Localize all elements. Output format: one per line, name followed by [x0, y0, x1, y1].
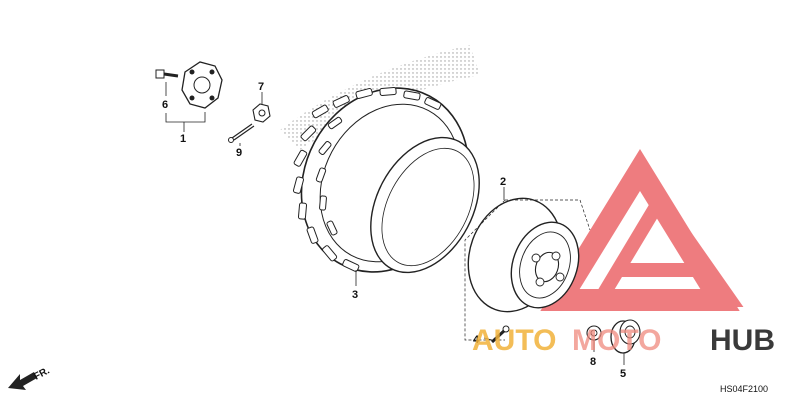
- bolt-drawing: [155, 69, 179, 79]
- hub-plate-drawing: [181, 61, 223, 109]
- callout-7: 7: [258, 81, 264, 93]
- nut-drawing: [252, 103, 271, 123]
- hub-nut-drawing: [610, 319, 641, 354]
- wheel-rim-drawing: [467, 197, 580, 313]
- watermark-text-hub: HUB: [710, 324, 775, 357]
- watermark-text-auto: AUTO: [472, 324, 556, 357]
- watermark-text-moto: MOTO: [572, 324, 661, 357]
- valve-stem-drawing: [490, 325, 510, 344]
- callout-8: 8: [590, 356, 596, 368]
- cotter-pin-drawing: [228, 123, 255, 143]
- callout-5: 5: [620, 368, 626, 380]
- callout-9: 9: [236, 147, 242, 159]
- wheel-group-bracket: [464, 199, 591, 341]
- direction-arrow-icon: [8, 372, 37, 390]
- callout-4: 4: [473, 334, 480, 346]
- callout-3: 3: [352, 289, 358, 301]
- callout-2: 2: [500, 176, 506, 188]
- callout-1: 1: [180, 133, 186, 145]
- diagram-code: HS04F2100: [720, 384, 768, 394]
- leader-lines: [165, 82, 625, 365]
- tire-drawing: [292, 86, 480, 274]
- watermark-logo-icon: [540, 149, 744, 311]
- direction-label: FR.: [32, 365, 52, 382]
- callout-6: 6: [162, 99, 168, 111]
